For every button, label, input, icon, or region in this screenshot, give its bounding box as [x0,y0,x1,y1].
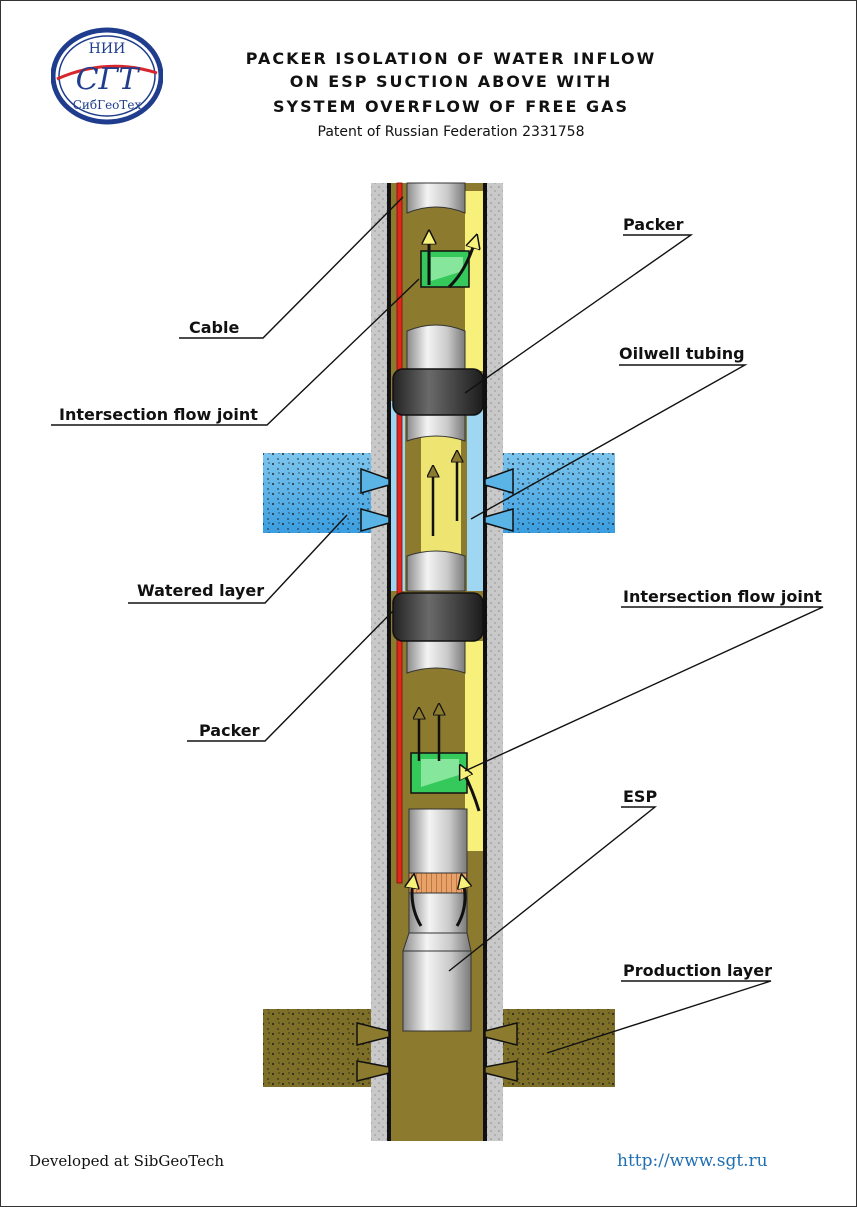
label-oilwell-tubing: Oilwell tubing [619,344,745,363]
esp-shape [402,808,472,1032]
label-cable: Cable [189,318,240,337]
gas-column-lower [465,641,483,851]
packer-upper-shape [392,368,484,416]
casing-right [485,183,503,1141]
label-production-layer: Production layer [623,961,772,980]
label-intersection-flow-joint-upper: Intersection flow joint [59,405,258,424]
sibgeotech-logo: НИИ СГТ СибГеоТех [51,27,163,125]
water-column [467,401,483,591]
website-link[interactable]: http://www.sgt.ru [617,1151,768,1171]
title-line-3: SYSTEM OVERFLOW OF FREE GAS [273,97,629,116]
label-packer-upper: Packer [623,215,684,234]
subtitle: Patent of Russian Federation 2331758 [317,124,585,140]
title-line-1: PACKER ISOLATION OF WATER INFLOW [245,49,657,68]
cable-line [396,182,403,884]
title-line-2: ON ESP SUCTION ABOVE WITH [289,72,613,91]
logo-top-text: НИИ [89,41,126,57]
label-esp: ESP [623,787,658,806]
developer-credit: Developed at SibGeoTech [29,1152,225,1170]
label-packer-lower: Packer [199,721,260,740]
label-intersection-flow-joint-lower: Intersection flow joint [623,587,822,606]
logo-main-text: СГТ [76,62,141,97]
packer-lower-shape [392,592,484,642]
logo-bottom-text: СибГеоТех [73,98,142,112]
label-watered-layer: Watered layer [137,581,265,600]
casing-left [371,183,389,1141]
